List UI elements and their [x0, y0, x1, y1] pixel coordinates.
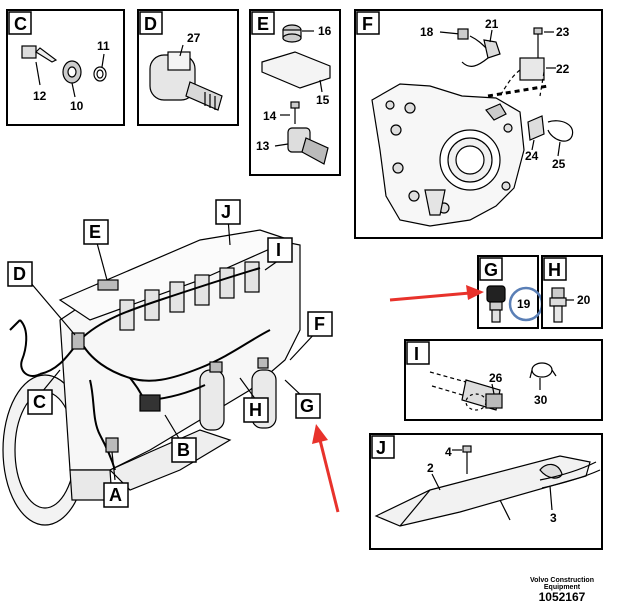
part-number-10: 10: [70, 99, 84, 113]
pressure-sensor-part-19: [486, 285, 506, 323]
footer-brand-line2: Equipment: [543, 584, 581, 592]
clip-part-30: [529, 362, 557, 390]
cable-channel-part-2: [374, 455, 591, 527]
footer-brand-line1: Volvo Construction: [529, 576, 594, 584]
part-number-3: 3: [550, 511, 557, 525]
alignment-line: [487, 84, 549, 98]
callout-j: J: [221, 202, 231, 222]
part-number-27: 27: [187, 31, 201, 45]
part-number-21: 21: [485, 17, 499, 31]
grommet-part-16: [282, 24, 314, 43]
panel-i-letter: I: [414, 344, 419, 364]
callout-a: A: [109, 485, 122, 505]
solenoid-part-27: [149, 44, 223, 111]
part-number-26: 26: [489, 371, 503, 385]
wiring-harness: [9, 267, 271, 471]
part-number-15: 15: [316, 93, 330, 107]
part-number-30: 30: [534, 393, 548, 407]
part-number-24: 24: [525, 149, 539, 163]
temperature-sensor-part-20: [549, 287, 574, 323]
callout-b: B: [177, 440, 190, 460]
panel-f: F: [354, 9, 603, 239]
bolt-part-14: [280, 101, 300, 124]
clamp-part-3: [539, 461, 601, 511]
washer-part-11: [93, 53, 107, 82]
nut-part-10: [62, 60, 82, 98]
part-number-16: 16: [318, 24, 332, 38]
speed-sensor-part-21: [439, 28, 501, 67]
engine-sensors: [71, 279, 269, 453]
panel-g: G 19: [477, 255, 544, 329]
part-number-13: 13: [256, 139, 270, 153]
part-number-22: 22: [556, 62, 570, 76]
bolt-part-4: [452, 445, 472, 474]
callout-d: D: [13, 264, 26, 284]
panel-c-letter: C: [14, 14, 27, 34]
panel-i: I 26 30: [404, 339, 603, 421]
callout-h: H: [249, 400, 262, 420]
part-number-20: 20: [577, 293, 591, 307]
callout-c: C: [33, 392, 46, 412]
bracket-part-24: [527, 115, 545, 151]
panel-f-letter: F: [362, 14, 373, 34]
part-number-2: 2: [427, 461, 434, 475]
red-arrow-to-panel-g: [389, 285, 484, 302]
footer-code: 1052167: [538, 590, 586, 605]
engine-callout-boxes: E J I D F C G H B A: [7, 199, 333, 508]
part-number-19: 19: [517, 297, 531, 311]
panel-e-letter: E: [257, 14, 269, 34]
panel-e: E 16 15 14 13: [249, 9, 341, 176]
bracket-part-15: [261, 51, 331, 93]
footer-code-block: Volvo Construction Equipment 1052167: [530, 577, 594, 604]
panel-d: D 27: [137, 9, 239, 126]
part-number-11: 11: [97, 39, 110, 53]
sensor-part-12: [21, 45, 58, 86]
cable-tie-part-25: [547, 120, 574, 157]
callout-g: G: [300, 396, 314, 416]
connector-part-26: [429, 371, 503, 411]
panel-g-letter: G: [484, 260, 498, 280]
engine-illustration: [2, 229, 301, 526]
bolt-part-23: [533, 27, 554, 58]
red-arrow-to-callout-g: [312, 424, 340, 513]
part-number-14: 14: [263, 109, 277, 123]
panel-j-letter: J: [376, 438, 386, 458]
part-number-12: 12: [33, 89, 47, 103]
panel-h-letter: H: [548, 260, 561, 280]
callout-i: I: [276, 240, 281, 260]
flywheel-housing: [371, 83, 525, 227]
part-number-23: 23: [556, 25, 570, 39]
clamp-part-22: [499, 57, 556, 97]
panel-h: H 20: [541, 255, 603, 329]
sensor-part-13: [274, 127, 329, 165]
callout-f: F: [314, 314, 325, 334]
panel-c: C 11 12 10: [6, 9, 125, 126]
callout-e: E: [89, 222, 101, 242]
part-number-18: 18: [420, 25, 434, 39]
panel-d-letter: D: [144, 14, 157, 34]
part-number-25: 25: [552, 157, 566, 171]
panel-j: J 4 2 3: [369, 433, 603, 550]
part-number-4: 4: [445, 445, 452, 459]
